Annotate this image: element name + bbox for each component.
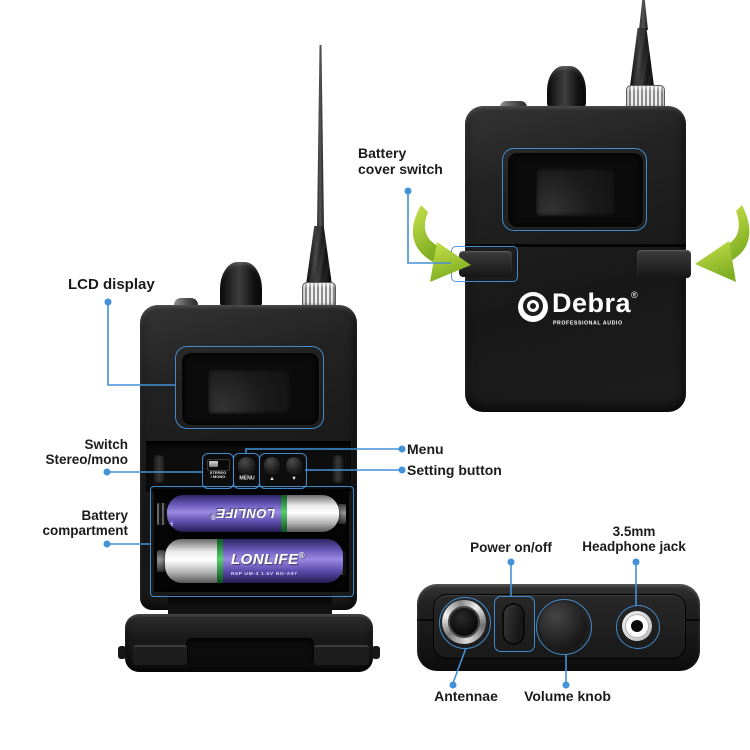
- battery-top-cathode-sleeve: [287, 495, 339, 532]
- brand-logo-icon: [518, 292, 548, 322]
- leader-dot-volume: [562, 681, 570, 689]
- leader-dot-compartment: [103, 540, 111, 548]
- label-antennae: Antennae: [434, 688, 498, 704]
- stereo-mono-switch: [207, 459, 230, 471]
- battery-cover-latch-right: [637, 250, 691, 278]
- label-headphone-jack-line2: Headphone jack: [582, 539, 686, 554]
- label-battery-compartment-line1: Battery: [81, 508, 128, 523]
- label-lcd-display: LCD display: [68, 276, 155, 293]
- label-menu: Menu: [407, 441, 444, 457]
- front-left-screw-post: [152, 455, 166, 483]
- leader-dot-power: [507, 558, 515, 566]
- label-battery-cover-switch-line1: Battery: [358, 145, 407, 161]
- leader-dot-menu: [398, 445, 406, 453]
- back-screen-highlight-box: [502, 148, 647, 231]
- stereo-mono-highlight-box: STEREO / MONO: [202, 453, 234, 489]
- battery-top: LONLIFE® Pb: [167, 495, 339, 532]
- back-lcd-screen: [536, 168, 616, 216]
- battery-cover-tab-right: [372, 646, 380, 659]
- brand-tagline: PROFESSIONAL AUDIO: [553, 320, 623, 326]
- battery-bottom-purple-wrap: [223, 539, 343, 583]
- battery-cover-tab-left: [118, 646, 126, 659]
- label-headphone-jack-line1: 3.5mm: [612, 524, 656, 539]
- top-view-seam-right: [683, 619, 700, 621]
- leader-line-cover-switch: [407, 193, 451, 264]
- leader-dot-stereo-mono: [103, 468, 111, 476]
- brand-name: Debra: [552, 288, 632, 318]
- stereo-mono-switch-label: STEREO / MONO: [209, 470, 227, 479]
- volume-knob-highlight-ring: [536, 599, 592, 655]
- front-top-button: [174, 298, 198, 308]
- back-top-button: [500, 101, 527, 110]
- label-battery-cover-switch: Battery cover switch: [358, 145, 443, 177]
- brand-registered-mark: ®: [631, 290, 638, 300]
- battery-spring-terminal-top-left: [157, 503, 167, 525]
- label-switch-stereo-mono: Switch Stereo/mono: [22, 437, 128, 467]
- leader-line-antennae: [452, 647, 467, 684]
- battery-bottom-cathode-sleeve: [165, 539, 217, 583]
- menu-highlight-box: MENU: [233, 453, 260, 489]
- label-headphone-jack: 3.5mm Headphone jack: [575, 524, 693, 554]
- setting-buttons-highlight-box: ▲ ▼: [259, 453, 307, 489]
- leader-line-lcd: [107, 304, 175, 386]
- headphone-jack: [622, 611, 652, 641]
- down-button: [286, 457, 302, 473]
- green-arrow-right-head: [695, 241, 736, 282]
- label-switch-stereo-mono-line1: Switch: [84, 437, 128, 452]
- battery-cover-recess: [186, 638, 314, 665]
- battery-bottom-green-stripe: [217, 539, 223, 583]
- leader-dot-jack: [632, 558, 640, 566]
- battery-top-green-stripe: [281, 495, 287, 532]
- label-battery-cover-switch-line2: cover switch: [358, 161, 443, 177]
- leader-line-menu: [245, 448, 400, 453]
- label-power-on-off: Power on/off: [470, 540, 552, 555]
- menu-button: [238, 457, 255, 474]
- up-button-label: ▲: [269, 475, 275, 482]
- power-button: [502, 603, 525, 645]
- front-right-screw-post: [331, 455, 345, 483]
- stereo-mono-switch-slider: [209, 461, 218, 467]
- label-battery-compartment-line2: compartment: [42, 522, 128, 538]
- battery-terminal-bottom-left: [157, 550, 165, 572]
- battery-cover-panel-right: [314, 645, 369, 665]
- label-setting-button: Setting button: [407, 462, 502, 478]
- headphone-jack-ring: [625, 614, 649, 638]
- leader-dot-antennae: [449, 681, 457, 689]
- front-antenna-cable: [317, 45, 324, 229]
- headphone-jack-hole: [631, 620, 643, 632]
- battery-bottom: LONLIFE® R6P UM-3 1.5V NO-A97: [165, 539, 343, 583]
- top-view-seam-left: [417, 619, 434, 621]
- down-button-label: ▼: [291, 475, 297, 482]
- green-arrow-left-head: [430, 242, 471, 282]
- green-arrow-right-tail: [725, 205, 750, 261]
- label-battery-compartment: Battery compartment: [22, 508, 128, 538]
- leader-dot-lcd: [104, 298, 112, 306]
- leader-dot-setting: [398, 466, 406, 474]
- battery-cover-seam: [465, 244, 686, 247]
- front-lcd-screen: [208, 369, 291, 414]
- power-button-highlight-box: [494, 596, 535, 652]
- top-view-volume-knob: [539, 602, 587, 650]
- battery-bottom-brand: LONLIFE®: [231, 551, 306, 568]
- antenna-connector-socket: [448, 606, 480, 638]
- label-volume-knob: Volume knob: [524, 688, 611, 704]
- menu-button-label: MENU: [238, 475, 255, 481]
- front-volume-knob: [220, 262, 262, 308]
- up-button: [264, 457, 280, 473]
- green-arrow-left-tail: [412, 205, 440, 262]
- back-volume-knob: [547, 66, 586, 108]
- headphone-jack-highlight-ring: [616, 605, 660, 649]
- brand-logo-swirl-dot: [530, 303, 536, 309]
- battery-bottom-spec: R6P UM-3 1.5V NO-A97: [231, 570, 298, 577]
- battery-cover-panel-left: [133, 645, 187, 665]
- lcd-highlight-box: [175, 346, 324, 429]
- leader-dot-cover-switch: [404, 187, 412, 195]
- label-switch-stereo-mono-line2: Stereo/mono: [45, 451, 128, 467]
- battery-top-purple-wrap: [167, 495, 281, 532]
- antenna-connector: [442, 600, 486, 644]
- battery-terminal-top-right: [338, 504, 346, 524]
- back-antenna-cable: [639, 0, 648, 30]
- battery-compartment-highlight-box: [150, 486, 354, 597]
